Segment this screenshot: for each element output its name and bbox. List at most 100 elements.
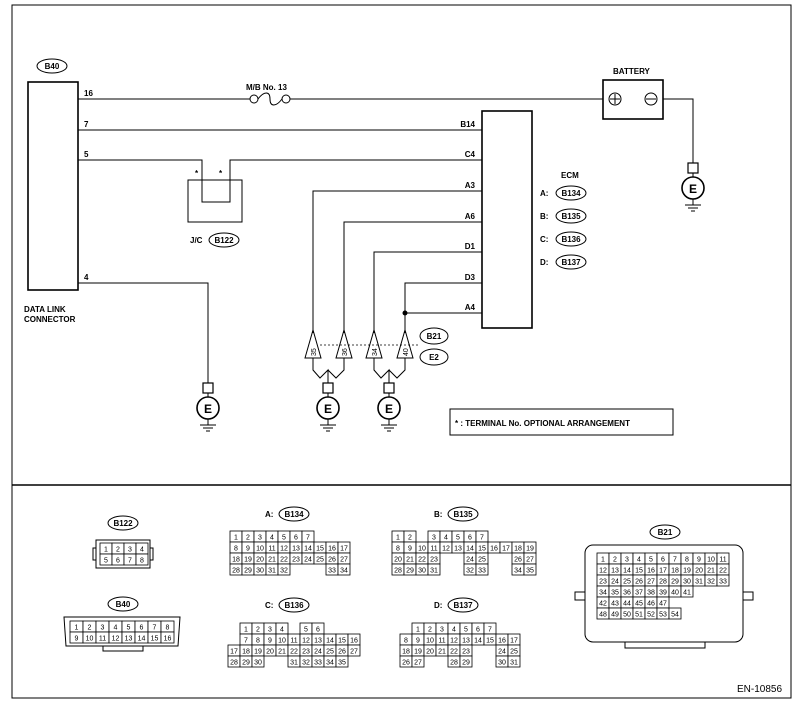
pin-label: 23 <box>292 557 300 564</box>
pin-label: 4 <box>452 627 456 634</box>
pin-label: 25 <box>316 557 324 564</box>
pin-label: 27 <box>647 579 655 586</box>
pin-label: 5 <box>282 535 286 542</box>
pin-label: 7 <box>128 558 132 565</box>
pin-label: 32 <box>280 568 288 575</box>
pin-label: 1 <box>234 535 238 542</box>
pin-label: 19 <box>244 557 252 564</box>
pin-label: 45 <box>635 601 643 608</box>
pin-label: 8 <box>234 546 238 553</box>
terminal-b14: B14 <box>460 120 475 129</box>
pin-label: 10 <box>426 638 434 645</box>
pin-label: 3 <box>258 535 262 542</box>
ecm-conn-c-prefix: C: <box>540 235 548 244</box>
pin-label: 46 <box>647 601 655 608</box>
pin-label: 12 <box>280 546 288 553</box>
pin-label: 30 <box>254 660 262 667</box>
pin-label: 54 <box>671 612 679 619</box>
pin-label: 40 <box>671 590 679 597</box>
pin-label: 6 <box>661 557 665 564</box>
ground-letter: E <box>385 402 393 416</box>
pin-label: 17 <box>659 568 667 575</box>
pin-label: 7 <box>306 535 310 542</box>
terminal-d1: D1 <box>465 242 476 251</box>
pin-label: 29 <box>406 568 414 575</box>
pin-label: 49 <box>611 612 619 619</box>
dlc-name-line2: CONNECTOR <box>24 315 76 324</box>
pin-label: 1 <box>416 627 420 634</box>
jc-star-left: * <box>195 169 199 178</box>
pin-label: 26 <box>514 557 522 564</box>
b135-tag: B135 <box>453 510 473 519</box>
pin-label: 14 <box>466 546 474 553</box>
pin-label: 53 <box>659 612 667 619</box>
pin-label: 15 <box>316 546 324 553</box>
pin-label: 16 <box>498 638 506 645</box>
pin-label: 20 <box>256 557 264 564</box>
pin-label: 5 <box>304 627 308 634</box>
b21-tag: B21 <box>658 528 673 537</box>
pin-label: 14 <box>623 568 631 575</box>
ecm: B14 C4 A3 A6 D1 D3 A4 ECM A: B134 B: B13… <box>460 110 587 329</box>
pin-label: 6 <box>316 627 320 634</box>
pin-label: 51 <box>635 612 643 619</box>
pin-label: 42 <box>599 601 607 608</box>
b122-tag: B122 <box>113 519 133 528</box>
pin-label: 41 <box>683 590 691 597</box>
pin-label: 23 <box>430 557 438 564</box>
pin-label: 25 <box>326 649 334 656</box>
pin-label: 2 <box>613 557 617 564</box>
ecm-conn-b-prefix: B: <box>540 212 548 221</box>
pin-label: 14 <box>326 638 334 645</box>
pin-label: 2 <box>88 625 92 632</box>
pin-label: 8 <box>396 546 400 553</box>
pin-label: 27 <box>414 660 422 667</box>
pin-label: 11 <box>430 546 437 553</box>
pin-label: 25 <box>478 557 486 564</box>
dlc-tag: B40 <box>45 62 60 71</box>
joint-tag-b21: B21 <box>427 332 442 341</box>
diagram-frame <box>11 4 792 699</box>
pin-label: 7 <box>673 557 677 564</box>
pin-label: 15 <box>338 638 346 645</box>
pin-label: 5 <box>127 625 131 632</box>
pin-label: 16 <box>647 568 655 575</box>
pin-label: 39 <box>659 590 667 597</box>
pin-label: 24 <box>314 649 322 656</box>
pin-label: 11 <box>438 638 445 645</box>
pin-label: 31 <box>430 568 438 575</box>
pin-label: 26 <box>635 579 643 586</box>
pin-label: 22 <box>290 649 298 656</box>
pin-label: 9 <box>246 546 250 553</box>
ground-symbol-joint-left: E <box>316 382 340 432</box>
pin-label: 26 <box>338 649 346 656</box>
dlc-pin-16: 16 <box>84 89 93 98</box>
pin-label: 13 <box>314 638 322 645</box>
pin-label: 22 <box>719 568 727 575</box>
b136-prefix: C: <box>265 601 273 610</box>
pin-label: 50 <box>623 612 631 619</box>
b137-tag: B137 <box>453 601 473 610</box>
pin-label: 4 <box>637 557 641 564</box>
pin-label: 6 <box>476 627 480 634</box>
jc-star-right: * <box>219 169 223 178</box>
pin-label: 20 <box>695 568 703 575</box>
pin-label: 18 <box>671 568 679 575</box>
pin-label: 10 <box>707 557 715 564</box>
terminal-c4: C4 <box>465 150 476 159</box>
ecm-conn-b-tag: B135 <box>561 212 581 221</box>
pin-label: 14 <box>304 546 312 553</box>
pin-label: 23 <box>599 579 607 586</box>
pin-label: 26 <box>328 557 336 564</box>
ecm-body <box>481 110 533 329</box>
pin-label: 19 <box>254 649 262 656</box>
pin-label: 6 <box>468 535 472 542</box>
pin-label: 9 <box>408 546 412 553</box>
pin-label: 14 <box>474 638 482 645</box>
joint-pin-34: 34 <box>372 348 379 356</box>
pin-label: 34 <box>514 568 522 575</box>
pin-label: 27 <box>526 557 534 564</box>
